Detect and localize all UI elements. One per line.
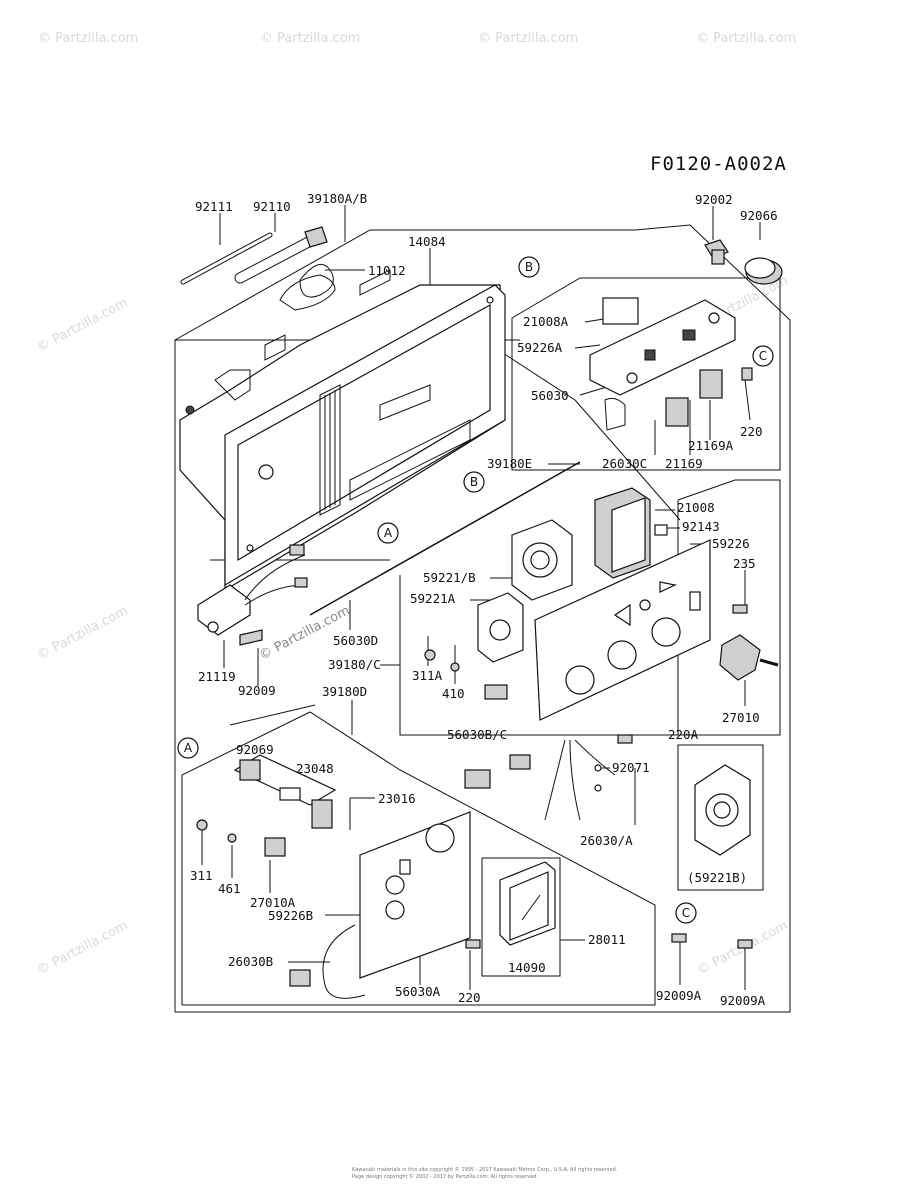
part-label-27010a: 27010A — [250, 895, 296, 910]
watermark: © Partzilla.com — [35, 603, 131, 663]
part-label-28011: 28011 — [588, 932, 626, 947]
callout-b: B — [525, 260, 533, 274]
copyright-line-1: Kawasaki materials in this site copyrigh… — [352, 1166, 618, 1173]
callout-c: C — [759, 349, 767, 363]
callout-a: A — [184, 741, 193, 755]
part-label-59221a: 59221A — [410, 591, 456, 606]
part-label-220-bottom: 220 — [458, 990, 481, 1005]
part-label-92069: 92069 — [236, 742, 274, 757]
part-label-26030c: 26030C — [602, 456, 647, 471]
callout-b-circle — [518, 256, 540, 278]
part-label-311: 311 — [190, 868, 213, 883]
part-label-21169: 21169 — [665, 456, 703, 471]
part-label-92143: 92143 — [682, 519, 720, 534]
part-label-59226a: 59226A — [517, 340, 563, 355]
part-label-56030bc: 56030B/C — [447, 727, 507, 742]
part-label-11012: 11012 — [368, 263, 406, 278]
part-label-59226b: 59226B — [268, 908, 313, 923]
rod-39180e — [309, 461, 581, 616]
part-label-56030d: 56030D — [333, 633, 378, 648]
callout-b-circle — [463, 471, 485, 493]
part-label-39180c: 39180/C — [328, 657, 381, 672]
part-label-14084: 14084 — [408, 234, 446, 249]
part-label-220-top: 220 — [740, 424, 763, 439]
callout-b: B — [470, 475, 478, 489]
part-label-410: 410 — [442, 686, 465, 701]
part-label-92009a: 92009A — [656, 988, 702, 1003]
control-box-housing — [179, 269, 506, 592]
part-label-235: 235 — [733, 556, 756, 571]
part-label-92071: 92071 — [612, 760, 650, 775]
part-label-59226: 59226 — [712, 536, 750, 551]
part-label-21169a: 21169A — [688, 438, 734, 453]
diagram-code: F0120-A002A — [650, 153, 787, 175]
clip-11012 — [299, 263, 334, 298]
part-label-21008a: 21008A — [523, 314, 569, 329]
part-label-92009a: 92009A — [720, 993, 766, 1008]
part-label-26030b: 26030B — [228, 954, 273, 969]
callout-a: A — [384, 526, 393, 540]
part-label-14090: 14090 — [508, 960, 546, 975]
callout-a-circle — [177, 737, 199, 759]
callout-c-circle — [752, 345, 774, 367]
watermark: © Partzilla.com — [478, 31, 578, 46]
part-label-56030: 56030 — [531, 388, 569, 403]
part-label-92066: 92066 — [740, 208, 778, 223]
outlet-59221b — [694, 764, 751, 856]
part-label-461: 461 — [218, 881, 241, 896]
part-label-27010: 27010 — [722, 710, 760, 725]
part-label-39180d: 39180D — [322, 684, 367, 699]
part-label-39180ab: 39180A/B — [307, 191, 367, 206]
callout-c: C — [682, 906, 690, 920]
callout-c-circle — [675, 902, 697, 924]
part-label-92110: 92110 — [253, 199, 291, 214]
connector-21119 — [197, 544, 308, 646]
part-label-26030a: 26030/A — [580, 833, 633, 848]
main-control-panel — [424, 487, 779, 821]
part-label-92002: 92002 — [695, 192, 733, 207]
part-label-59221b-slash: 59221/B — [423, 570, 476, 585]
part-label-92009: 92009 — [238, 683, 276, 698]
callout-a-circle — [377, 522, 399, 544]
part-label-23048: 23048 — [296, 761, 334, 776]
part-label-311a: 311A — [412, 668, 443, 683]
sub-panel-b — [589, 297, 753, 431]
part-label-220a: 220A — [668, 727, 699, 742]
part-label-21119: 21119 — [198, 669, 236, 684]
cap-parts — [704, 239, 783, 285]
watermark: © Partzilla.com — [38, 31, 138, 46]
part-label-92111: 92111 — [195, 199, 233, 214]
part-labels: 92111 92110 39180A/B 14084 11012 92002 9… — [190, 191, 778, 1008]
copyright-line-2: Page design copyright © 2002 - 2017 by P… — [352, 1173, 538, 1180]
part-label-23016: 23016 — [378, 791, 416, 806]
lower-panel-a — [196, 754, 753, 999]
part-label-21008: 21008 — [677, 500, 715, 515]
watermark: © Partzilla.com — [696, 31, 796, 46]
watermark: © Partzilla.com — [260, 31, 360, 46]
watermark: © Partzilla.com — [35, 918, 131, 978]
part-label-39180e: 39180E — [487, 456, 532, 471]
watermark: © Partzilla.com — [35, 295, 131, 355]
part-label-59221b-paren: (59221B) — [687, 870, 747, 885]
part-label-56030a: 56030A — [395, 984, 441, 999]
callouts: B B C A A C — [177, 256, 774, 924]
rod-parts — [180, 226, 336, 311]
